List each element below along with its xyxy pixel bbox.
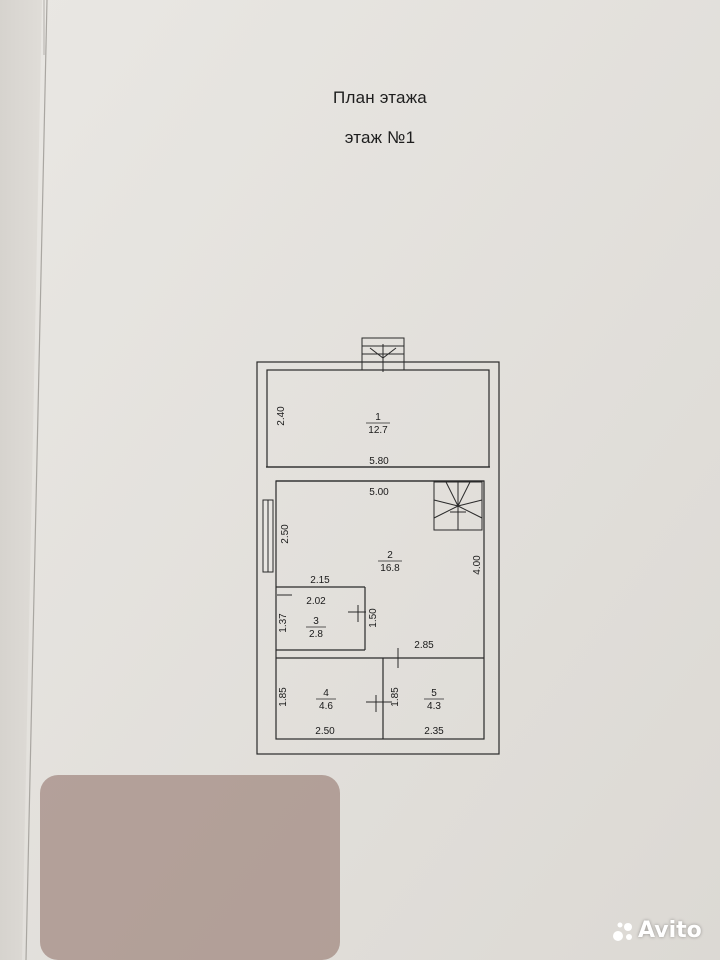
window-left bbox=[262, 499, 274, 573]
room-4-area: 4.6 bbox=[319, 701, 333, 712]
dimension-room-4-height: 1.85 bbox=[278, 687, 289, 707]
room-2-label: 2 16.8 bbox=[378, 550, 402, 574]
room-2-number: 2 bbox=[387, 550, 393, 561]
dimension-room-3-inner-width: 2.02 bbox=[306, 596, 326, 607]
room-2-area: 16.8 bbox=[380, 563, 400, 574]
room-5-area: 4.3 bbox=[427, 701, 441, 712]
door-marks bbox=[277, 594, 406, 712]
room-5-number: 5 bbox=[431, 688, 437, 699]
dimension-outer-width: 5.80 bbox=[369, 456, 389, 467]
room-1-area: 12.7 bbox=[368, 425, 388, 436]
room-3-label: 3 2.8 bbox=[306, 616, 326, 640]
entrance-stairs bbox=[361, 337, 405, 372]
room-3-area: 2.8 bbox=[309, 629, 323, 640]
avito-watermark: Avito bbox=[638, 918, 702, 943]
dimension-room-5-width: 2.35 bbox=[424, 726, 444, 737]
dimension-partition-height: 1.50 bbox=[368, 608, 379, 628]
room-4-label: 4 4.6 bbox=[316, 688, 336, 712]
avito-logo-icon bbox=[613, 922, 632, 941]
dimension-room-2-left-height: 2.50 bbox=[280, 524, 291, 544]
dimension-room-5-height: 1.85 bbox=[390, 687, 401, 707]
room-3-number: 3 bbox=[313, 616, 319, 627]
dimension-room-2-right-height: 4.00 bbox=[472, 555, 483, 575]
page-title: План этажа bbox=[333, 88, 427, 107]
room-4-number: 4 bbox=[323, 688, 329, 699]
dimension-room-3-height: 1.37 bbox=[278, 613, 289, 633]
page-subtitle: этаж №1 bbox=[344, 128, 416, 147]
dimension-room-4-width: 2.50 bbox=[315, 726, 335, 737]
room-1-number: 1 bbox=[375, 412, 381, 423]
dimension-inner-width: 5.00 bbox=[369, 487, 389, 498]
room-5-label: 5 4.3 bbox=[424, 688, 444, 712]
inner-wall-main bbox=[275, 480, 485, 740]
room-1-label: 1 12.7 bbox=[366, 412, 390, 436]
dimension-room-3-top-width: 2.15 bbox=[310, 575, 330, 586]
staircase bbox=[433, 481, 483, 531]
dimension-room-1-height: 2.40 bbox=[276, 406, 287, 426]
shadow-area bbox=[40, 775, 340, 960]
dimension-room-5-top-width: 2.85 bbox=[414, 640, 434, 651]
